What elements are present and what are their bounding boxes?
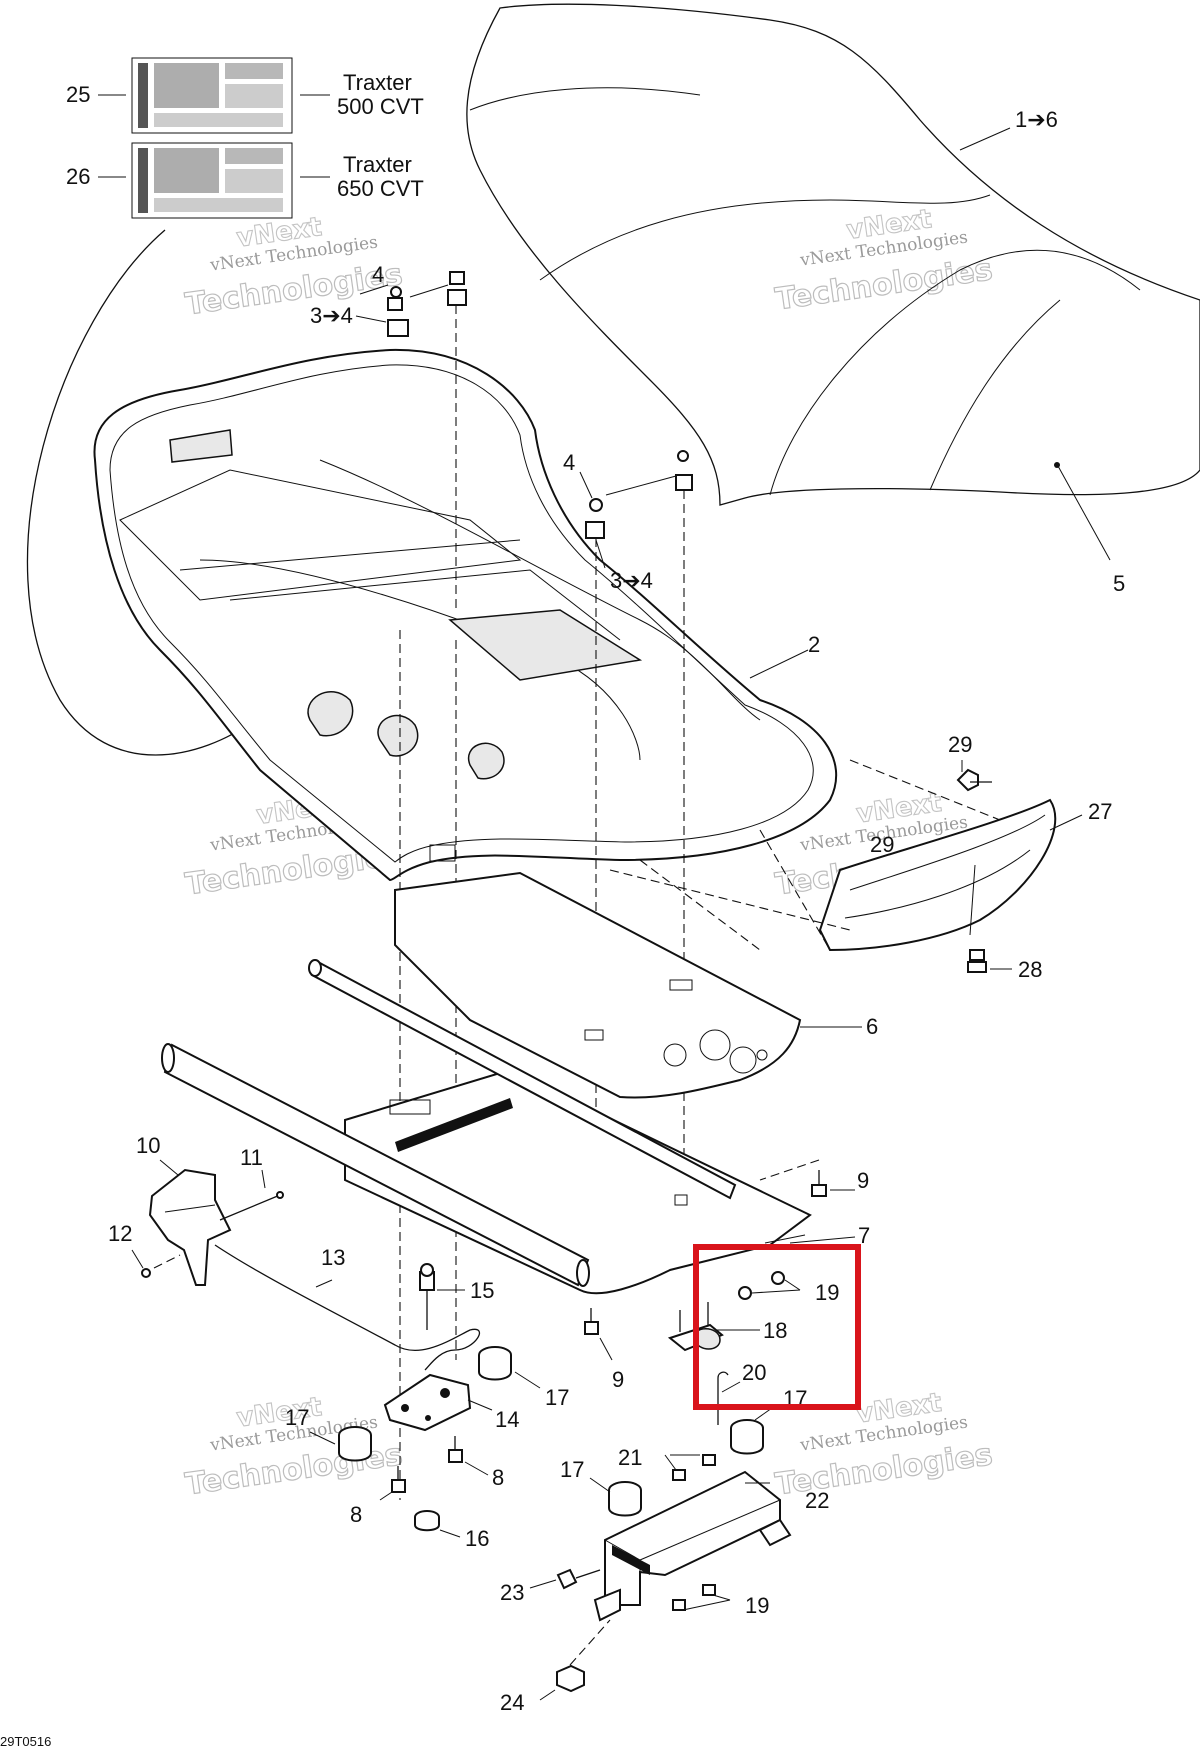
bumper-17-c bbox=[608, 1481, 642, 1517]
bolt-8-b bbox=[391, 1466, 406, 1493]
bumper-17-a bbox=[478, 1346, 512, 1381]
bolt-9-lower bbox=[584, 1308, 599, 1335]
callout-11: 11 bbox=[240, 1145, 263, 1170]
callout-22: 22 bbox=[805, 1488, 829, 1513]
decal-26-model-line1: Traxter bbox=[343, 152, 412, 177]
latch-cable bbox=[214, 1244, 481, 1371]
callout-17-a: 17 bbox=[545, 1385, 569, 1410]
callout-2: 2 bbox=[808, 632, 820, 657]
bolt-8-a bbox=[448, 1436, 463, 1463]
callout-4-middle: 4 bbox=[563, 450, 575, 475]
seat-cover bbox=[466, 3, 1200, 506]
latch-lever bbox=[148, 1168, 232, 1286]
latch-mechanism bbox=[383, 1373, 472, 1432]
rear-end-cap bbox=[818, 798, 1057, 952]
decal-location-arrow bbox=[26, 229, 256, 756]
fasteners-21 bbox=[672, 1454, 716, 1481]
callout-29-middle: 29 bbox=[870, 832, 894, 857]
bolt-9-right bbox=[811, 1170, 827, 1197]
decal-26-model-line2: 650 CVT bbox=[337, 176, 424, 201]
bumper-17-b bbox=[338, 1426, 372, 1462]
nut-24 bbox=[556, 1664, 585, 1693]
rear-nut-28 bbox=[967, 949, 987, 973]
callout-16: 16 bbox=[465, 1526, 489, 1551]
callout-4-top: 4 bbox=[372, 262, 384, 287]
callout-5: 5 bbox=[1113, 571, 1125, 596]
decal-25-model-line2: 500 CVT bbox=[337, 94, 424, 119]
seat-base bbox=[93, 348, 838, 882]
highlight-box bbox=[693, 1244, 861, 1410]
callout-19-top: 19 bbox=[815, 1280, 839, 1305]
latch-pin-15 bbox=[419, 1263, 435, 1330]
callout-18: 18 bbox=[763, 1318, 787, 1343]
fastener-group-top bbox=[387, 271, 467, 337]
callout-26: 26 bbox=[66, 164, 90, 189]
nut-12 bbox=[141, 1268, 151, 1278]
callout-29-top: 29 bbox=[948, 732, 972, 757]
detail-fasteners-18-20 bbox=[667, 1271, 785, 1425]
rear-fastener-29-top bbox=[956, 768, 992, 792]
decal-26 bbox=[131, 142, 293, 219]
callout-12: 12 bbox=[108, 1221, 132, 1246]
fasteners-19-lower bbox=[672, 1584, 716, 1611]
callout-8-a: 8 bbox=[492, 1465, 504, 1490]
lower-bracket bbox=[593, 1470, 792, 1622]
callout-3-4-top: 3➔4 bbox=[310, 303, 353, 328]
bolt-23 bbox=[556, 1568, 601, 1590]
callout-15: 15 bbox=[470, 1278, 494, 1303]
callout-6: 6 bbox=[866, 1014, 878, 1039]
callout-9-lower: 9 bbox=[612, 1367, 624, 1392]
latch-pin bbox=[219, 1191, 284, 1221]
callout-25: 25 bbox=[66, 82, 90, 107]
callout-20: 20 bbox=[742, 1360, 766, 1385]
seat-pad bbox=[394, 871, 802, 1099]
callout-24: 24 bbox=[500, 1690, 524, 1715]
callout-17-c: 17 bbox=[560, 1457, 584, 1482]
callout-17-b: 17 bbox=[285, 1405, 309, 1430]
callout-1-6: 1➔6 bbox=[1015, 107, 1058, 132]
callout-3-4-middle: 3➔4 bbox=[610, 568, 653, 593]
washer-16 bbox=[414, 1510, 440, 1532]
drawing-code: 29T0516 bbox=[0, 1734, 51, 1749]
callout-28: 28 bbox=[1018, 957, 1042, 982]
bumper-17-d bbox=[730, 1419, 764, 1455]
callout-23: 23 bbox=[500, 1580, 524, 1605]
callout-13: 13 bbox=[321, 1245, 345, 1270]
decal-25 bbox=[131, 57, 293, 134]
decal-25-model-line1: Traxter bbox=[343, 70, 412, 95]
callout-9-right: 9 bbox=[857, 1168, 869, 1193]
callout-7: 7 bbox=[858, 1223, 870, 1248]
callout-21: 21 bbox=[618, 1445, 642, 1470]
callout-10: 10 bbox=[136, 1133, 160, 1158]
fastener-group-middle bbox=[585, 450, 693, 539]
callout-8-b: 8 bbox=[350, 1502, 362, 1527]
callout-27: 27 bbox=[1088, 799, 1112, 824]
callout-14: 14 bbox=[495, 1407, 519, 1432]
callout-19-lower: 19 bbox=[745, 1593, 769, 1618]
